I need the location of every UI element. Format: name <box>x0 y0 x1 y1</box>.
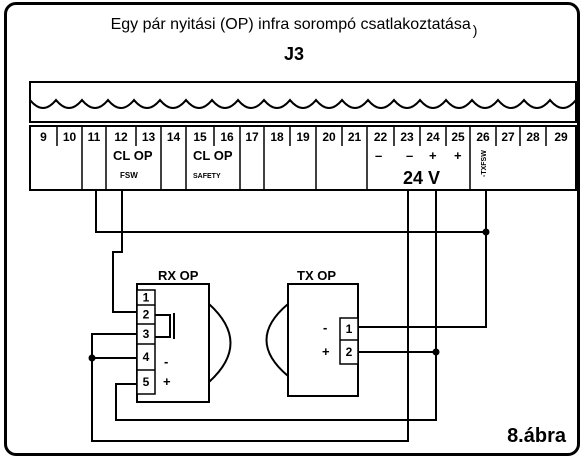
rx-plus: + <box>163 374 171 389</box>
label-fsw: FSW <box>120 171 138 180</box>
terminal-number-29: 29 <box>554 130 568 144</box>
terminal-number-28: 28 <box>526 130 540 144</box>
connector-label: J3 <box>283 44 305 64</box>
terminal-number-12: 12 <box>114 130 128 144</box>
wire-t13-rx2 <box>112 190 137 313</box>
rx-pin-1: 1 <box>143 291 150 305</box>
rx-pin-block <box>136 289 156 395</box>
rx-title: RX OP <box>158 268 199 283</box>
wire-rx5 <box>115 190 437 421</box>
wires <box>91 190 487 442</box>
label-cl-op-safety: CL OP <box>193 148 233 163</box>
terminal-number-25: 25 <box>451 130 465 144</box>
rx-lens <box>208 303 232 383</box>
rx-minus: - <box>164 354 168 369</box>
junction-tx2 <box>432 348 440 356</box>
terminal-strip-housing <box>29 81 577 123</box>
terminal-number-16: 16 <box>220 130 234 144</box>
label-sign-24: + <box>429 148 437 163</box>
terminal-numbers: 9 10 11 12 13 14 15 16 17 18 19 20 21 22 23 24 25 26 27 28 2… <box>40 130 568 144</box>
terminal-number-24: 24 <box>426 130 440 144</box>
terminal-number-26: 26 <box>476 130 490 144</box>
label-sign-25: + <box>454 148 462 163</box>
terminal-number-18: 18 <box>270 130 284 144</box>
rx-pin-4: 4 <box>143 350 150 364</box>
terminal-number-10: 10 <box>63 130 77 144</box>
terminal-dividers <box>56 126 547 191</box>
wire-bus-tx1 <box>358 232 487 328</box>
tx-pin-block <box>339 317 359 365</box>
rx-pin-2: 2 <box>143 308 150 322</box>
terminal-block <box>29 125 577 191</box>
wire-t12-bus <box>95 190 487 233</box>
tx-title: TX OP <box>297 268 336 283</box>
screw-row <box>29 98 577 109</box>
tx-pin-2: 2 <box>346 345 353 359</box>
terminal-number-20: 20 <box>322 130 336 144</box>
label-txfsw: -TXFSW <box>481 150 488 177</box>
title-text: Egy pár nyitási (OP) infra sorompó csatl… <box>110 16 471 33</box>
label-cl-op-fsw: CL OP <box>113 148 153 163</box>
terminal-number-13: 13 <box>142 130 156 144</box>
diagram-frame <box>4 2 580 456</box>
rx-pins: 1 2 3 4 5 <box>137 291 155 389</box>
tx-minus: - <box>323 320 327 335</box>
label-sign-23: – <box>406 148 413 163</box>
junction-bus <box>482 228 490 236</box>
terminal-number-11: 11 <box>88 130 101 144</box>
tx-plus: + <box>322 344 330 359</box>
tx-pins: 12 <box>340 322 358 359</box>
terminal-number-19: 19 <box>296 130 310 144</box>
tx-pin-1: 1 <box>346 322 353 336</box>
junction-rx4 <box>88 354 96 362</box>
label-voltage: 24 V <box>403 168 440 188</box>
label-safety: SAFETY <box>193 173 221 180</box>
terminal-number-9: 9 <box>40 130 47 144</box>
terminal-number-14: 14 <box>167 130 181 144</box>
terminal-number-27: 27 <box>501 130 515 144</box>
terminal-number-22: 22 <box>374 130 388 144</box>
rx-pin-3: 3 <box>143 327 150 341</box>
figure-label: 8.ábra <box>507 425 566 447</box>
terminal-number-23: 23 <box>400 130 414 144</box>
label-sign-22: – <box>375 148 382 163</box>
title-paren: ) <box>472 22 478 38</box>
terminal-number-15: 15 <box>193 130 207 144</box>
tx-lens <box>265 303 289 377</box>
wire-rx3-loop <box>91 190 409 442</box>
rx-pin-5: 5 <box>143 375 150 389</box>
terminal-number-21: 21 <box>348 130 362 144</box>
diagram-title: Egy pár nyitási (OP) infra sorompó csatl… <box>0 16 588 38</box>
terminal-number-17: 17 <box>245 130 259 144</box>
rx-jumper <box>155 314 171 338</box>
